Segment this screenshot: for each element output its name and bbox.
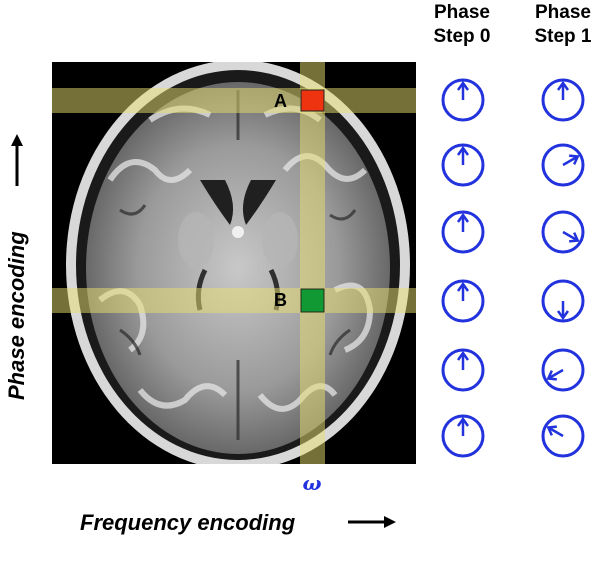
phase-encoding-label: Phase encoding xyxy=(4,231,29,400)
voxel-marker-a: A xyxy=(274,89,325,112)
phase-encoding-arrow-icon xyxy=(11,134,23,186)
spin-arrow-head xyxy=(456,281,470,292)
spin-circle xyxy=(441,210,485,254)
phase-encoding-axis: Phase encoding xyxy=(4,134,29,400)
phase-step-1-title: Phase Step 1 xyxy=(534,2,591,47)
mri-brain-image xyxy=(52,62,416,464)
frequency-encoding-label: Frequency encoding xyxy=(80,510,296,535)
frequency-omega-symbol: ω xyxy=(302,471,321,495)
spin-vector-icon xyxy=(441,414,485,458)
spin-arrow-head xyxy=(456,212,470,223)
spin-arrow-shaft xyxy=(547,426,564,438)
spin-vector-icon xyxy=(441,279,485,323)
spin-arrow-shaft xyxy=(562,155,579,167)
voxel-a-label: A xyxy=(274,91,287,111)
spin-vector-grid xyxy=(441,78,585,458)
spin-arrow-head xyxy=(456,80,470,91)
spin-arrow-head xyxy=(456,350,470,361)
spin-arrow-head xyxy=(569,232,580,243)
spin-arrow-head xyxy=(569,154,580,165)
left-ventricle xyxy=(200,180,234,225)
spin-circle xyxy=(541,348,585,392)
spin-arrow-head xyxy=(456,416,470,427)
spin-vector-icon xyxy=(541,279,585,323)
voxel-marker-b: B xyxy=(274,288,325,313)
voxel-b-square xyxy=(300,288,325,313)
spin-circle xyxy=(541,414,585,458)
phase-row-band-b xyxy=(52,288,416,313)
spin-arrow-head xyxy=(546,370,557,381)
spin-arrow-head xyxy=(546,425,557,436)
spin-circle xyxy=(541,279,585,323)
spin-circle xyxy=(541,210,585,254)
spin-circle xyxy=(541,143,585,187)
voxel-a-square xyxy=(300,89,325,112)
encoding-bands xyxy=(52,62,416,464)
spin-circle xyxy=(441,348,485,392)
spin-arrow-shaft xyxy=(562,230,579,242)
spin-vector-icon xyxy=(441,348,485,392)
spin-vector-icon xyxy=(441,210,485,254)
spin-vector-icon xyxy=(541,414,585,458)
spin-vector-icon xyxy=(541,210,585,254)
spin-circle xyxy=(441,414,485,458)
spin-vector-icon xyxy=(441,78,485,122)
spin-arrow-shaft xyxy=(547,368,564,380)
spin-vector-icon xyxy=(541,143,585,187)
frequency-encoding-arrow-icon xyxy=(348,516,396,528)
spin-arrow-head xyxy=(456,145,470,156)
frequency-encoding-axis: Frequency encoding xyxy=(80,510,396,535)
spin-vector-icon xyxy=(541,348,585,392)
spin-arrow-head xyxy=(556,80,570,91)
spin-circle xyxy=(441,78,485,122)
phase-step-0-title-line1: Phase xyxy=(434,2,490,23)
phase-step-1-title-line2: Step 1 xyxy=(534,26,591,47)
spin-vector-icon xyxy=(541,78,585,122)
spin-vector-icon xyxy=(441,143,485,187)
spin-circle xyxy=(541,78,585,122)
phase-step-0-title-line2: Step 0 xyxy=(433,26,490,47)
phase-step-0-title: Phase Step 0 xyxy=(433,2,490,47)
spin-circle xyxy=(441,143,485,187)
phase-step-1-title-line1: Phase xyxy=(535,2,591,23)
frequency-column-band xyxy=(300,62,325,464)
right-ventricle xyxy=(242,180,276,225)
spin-circle xyxy=(441,279,485,323)
voxel-b-label: B xyxy=(274,290,287,310)
spin-arrow-head xyxy=(556,310,570,321)
phase-row-band-a xyxy=(52,88,416,113)
